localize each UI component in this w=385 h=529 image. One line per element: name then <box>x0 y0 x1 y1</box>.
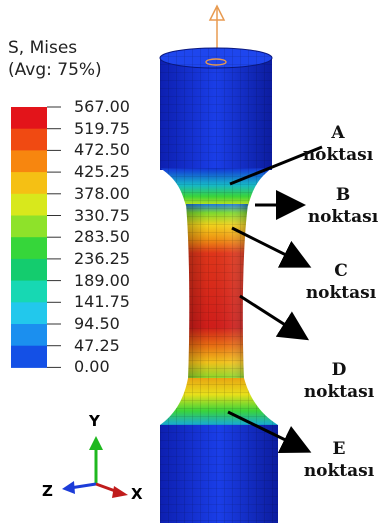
legend-tick-label: 0.00 <box>74 357 110 377</box>
legend-tick-label: 330.75 <box>74 205 130 225</box>
legend-swatch <box>11 345 47 368</box>
legend-tick-label: 283.50 <box>74 227 130 247</box>
annotation-point-b: B noktası <box>300 184 385 228</box>
annotation-word: noktası <box>302 145 374 165</box>
annotation-letter: E <box>332 439 346 459</box>
legend-color-bar <box>11 106 61 368</box>
top-grip <box>159 47 273 170</box>
axis-label-y: Y <box>89 412 100 430</box>
legend-swatch <box>11 193 47 216</box>
axis-label-z: Z <box>42 482 53 500</box>
bottom-grip <box>160 425 278 523</box>
annotation-point-d: D noktası <box>296 359 382 403</box>
legend-swatch <box>11 302 47 325</box>
legend-swatch <box>11 258 47 282</box>
legend-tick-label: 519.75 <box>74 118 130 138</box>
annotation-point-e: E noktası <box>296 438 382 482</box>
legend-tick-label: 378.00 <box>74 183 130 203</box>
legend-swatch <box>11 128 47 151</box>
legend-tick-label: 425.25 <box>74 162 130 182</box>
leader-arrows <box>227 145 323 453</box>
legend-tick-label: 189.00 <box>74 270 130 290</box>
legend-tick-label: 567.00 <box>74 97 130 116</box>
legend-tick-label: 47.25 <box>74 335 120 355</box>
legend-tick-label: 94.50 <box>74 314 120 333</box>
legend-swatch <box>11 280 47 303</box>
legend-swatch <box>11 150 47 173</box>
legend-swatch <box>11 172 47 195</box>
gauge-section <box>186 204 248 380</box>
legend-swatch <box>11 237 47 260</box>
annotation-letter: C <box>334 261 348 281</box>
annotation-point-c: C noktası <box>298 260 384 304</box>
axis-label-x: X <box>131 485 143 503</box>
legend-title-line1: S, Mises <box>8 38 78 58</box>
axis-triad <box>62 436 128 498</box>
legend-tick-label: 472.50 <box>74 140 130 160</box>
legend-title-line2: (Avg: 75%) <box>8 60 102 80</box>
annotation-word: noktası <box>303 461 375 481</box>
arrow-point-c <box>231 226 312 268</box>
annotation-word: noktası <box>307 207 379 227</box>
legend-swatch <box>11 324 47 347</box>
arrow-point-a <box>229 145 323 186</box>
arrow-point-d <box>239 294 310 341</box>
legend-swatch <box>11 107 47 130</box>
annotation-word: noktası <box>305 283 377 303</box>
legend-tick-label: 236.25 <box>74 248 130 268</box>
legend-swatch <box>11 215 47 238</box>
annotation-letter: A <box>331 123 345 143</box>
legend-tick-label: 141.75 <box>74 292 130 312</box>
arrow-point-e <box>227 410 312 453</box>
bottom-fillet <box>160 378 278 425</box>
annotation-point-a: A noktası <box>295 122 381 166</box>
annotation-word: noktası <box>303 382 375 402</box>
annotation-letter: D <box>331 360 347 380</box>
annotation-letter: B <box>335 185 351 205</box>
